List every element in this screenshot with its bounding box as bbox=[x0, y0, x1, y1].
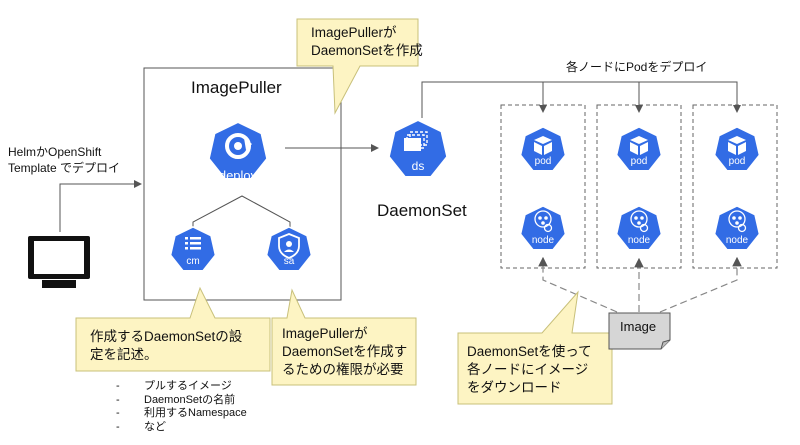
bullet-item: など bbox=[116, 421, 247, 435]
pod-label-3: pod bbox=[728, 156, 746, 167]
note-config-line2: 定を記述。 bbox=[90, 347, 158, 362]
sa-icon-label: sa bbox=[283, 256, 295, 267]
imagepuller-box bbox=[143, 67, 342, 301]
helm-label-line2: Template でデプロイ bbox=[8, 161, 121, 175]
sa-icon bbox=[265, 226, 313, 272]
helm-deploy-arrow bbox=[59, 180, 142, 232]
config-bullet-list: プルするイメージ DaemonSetの名前 利用するNamespace など bbox=[116, 380, 247, 434]
deploy-icon-label: deploy bbox=[218, 168, 258, 183]
monitor-icon bbox=[28, 236, 90, 288]
note-download-callout bbox=[457, 290, 613, 405]
ds-to-pod3-arrow bbox=[421, 81, 741, 118]
note-perm-line2: DaemonSetを作成す bbox=[282, 344, 408, 359]
note-config-line1: 作成するDaemonSetの設 bbox=[90, 329, 243, 344]
note-download-line2: 各ノードにイメージ bbox=[467, 362, 589, 377]
note-top-line2: DaemonSetを作成 bbox=[311, 43, 423, 58]
note-download-line3: をダウンロード bbox=[467, 380, 562, 395]
image-to-node1-arrow bbox=[538, 256, 618, 313]
image-document-icon bbox=[608, 312, 671, 350]
bullet-item: プルするイメージ bbox=[116, 380, 247, 394]
deploy-icon bbox=[207, 121, 269, 180]
node-icon-3 bbox=[713, 205, 761, 251]
note-top-callout bbox=[296, 18, 419, 115]
note-permission-callout bbox=[271, 288, 417, 386]
deploy-tree-lines bbox=[192, 195, 291, 232]
ds-icon-label: ds bbox=[411, 159, 425, 173]
pod-label-1: pod bbox=[534, 156, 552, 167]
node-label-3: node bbox=[725, 235, 749, 246]
image-label: Image bbox=[620, 319, 657, 334]
bullet-item: 利用するNamespace bbox=[116, 407, 247, 421]
pod-icon-2 bbox=[615, 126, 663, 172]
pod-icon-3 bbox=[713, 126, 761, 172]
note-perm-line3: るための権限が必要 bbox=[282, 362, 404, 377]
cm-icon-label: cm bbox=[186, 256, 200, 267]
node-icon-2 bbox=[615, 205, 663, 251]
pod-icon-1 bbox=[519, 126, 567, 172]
helm-label-line1: HelmかOpenShift bbox=[8, 145, 102, 159]
deploy-to-nodes-label: 各ノードにPodをデプロイ bbox=[566, 60, 708, 74]
note-perm-line1: ImagePullerが bbox=[282, 326, 368, 341]
daemonset-icon bbox=[387, 119, 449, 178]
bullet-item: DaemonSetの名前 bbox=[116, 394, 247, 408]
daemonset-title: DaemonSet bbox=[377, 201, 467, 220]
node-label-2: node bbox=[627, 235, 651, 246]
note-config-callout bbox=[75, 286, 271, 372]
note-top-line1: ImagePullerが bbox=[311, 25, 397, 40]
note-download-line1: DaemonSetを使って bbox=[467, 344, 592, 359]
node-label-1: node bbox=[531, 235, 555, 246]
cm-icon bbox=[169, 226, 217, 272]
image-to-node3-arrow bbox=[659, 256, 742, 313]
imagepuller-title: ImagePuller bbox=[191, 78, 282, 97]
pod-label-2: pod bbox=[630, 156, 648, 167]
node-icon-1 bbox=[519, 205, 567, 251]
